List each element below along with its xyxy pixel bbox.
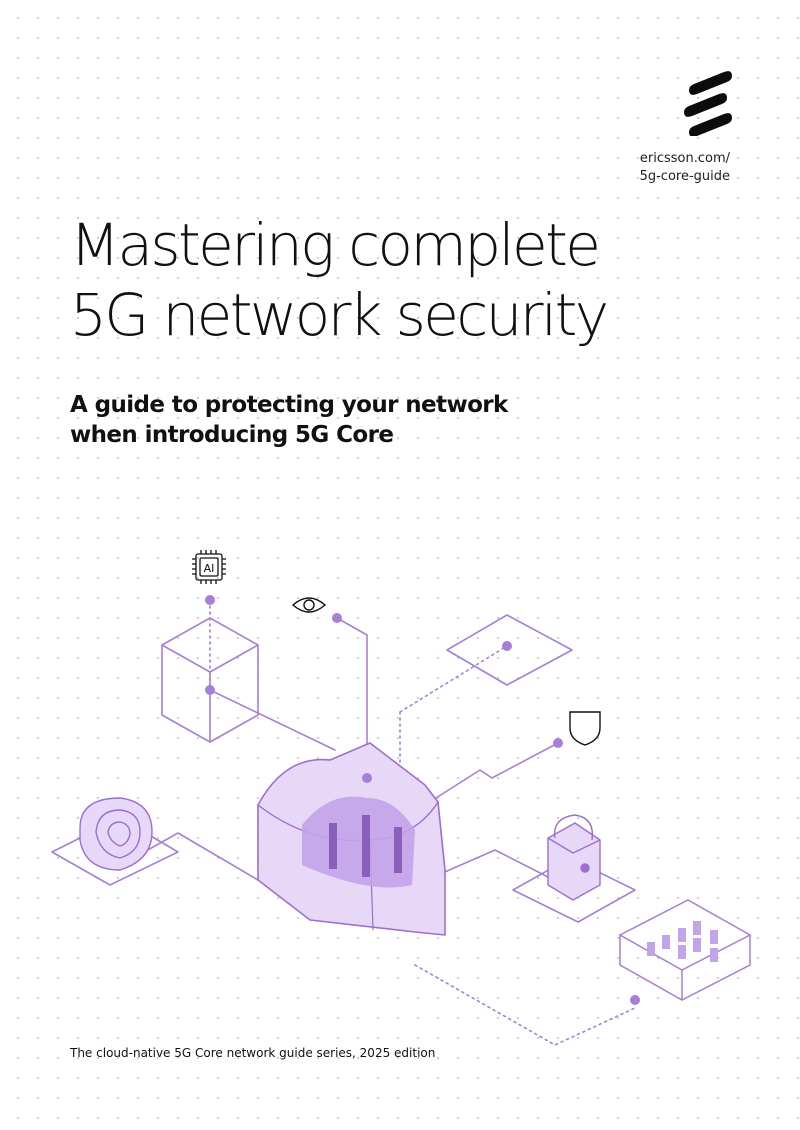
url-line-1: ericsson.com/: [639, 151, 730, 166]
ai-chip-icon: AI: [192, 550, 226, 584]
title-line-1: Mastering complete: [70, 211, 601, 279]
floating-tile: [446, 614, 573, 686]
server-rack-icon: [618, 899, 752, 1001]
shield-icon: [569, 711, 601, 746]
padlock-icon: [547, 814, 601, 901]
series-edition-footer: The cloud-native 5G Core network guide s…: [70, 1046, 436, 1060]
connector-line: [414, 964, 636, 1046]
connector-dot: [205, 685, 215, 695]
connector-dot: [362, 773, 372, 783]
network-security-illustration: AI: [51, 550, 752, 1046]
eye-icon: [291, 597, 327, 613]
ai-chip-label: AI: [204, 562, 215, 575]
url-line-2: 5g-core-guide: [639, 169, 730, 184]
page-subtitle: A guide to protecting your network when …: [70, 390, 630, 450]
connector-dot: [630, 995, 640, 1005]
subtitle-line-1: A guide to protecting your network: [70, 392, 508, 418]
central-shield-block: [257, 742, 446, 936]
connector-line: [336, 617, 368, 779]
fingerprint-icon: [79, 797, 153, 871]
ericsson-logo: [684, 71, 732, 136]
guide-url[interactable]: ericsson.com/ 5g-core-guide: [640, 150, 730, 186]
ai-cube: [161, 617, 259, 743]
connector-dot: [205, 595, 215, 605]
connector-line: [209, 689, 336, 751]
connector-line: [424, 742, 559, 806]
connector-line: [399, 645, 508, 713]
connector-dot: [332, 613, 342, 623]
subtitle-line-2: when introducing 5G Core: [70, 422, 394, 448]
connector-dot: [553, 738, 563, 748]
connector-line: [437, 849, 551, 879]
page-title: Mastering complete 5G network security: [70, 210, 690, 350]
connector-dot: [502, 641, 512, 651]
title-line-2: 5G network security: [70, 281, 609, 349]
